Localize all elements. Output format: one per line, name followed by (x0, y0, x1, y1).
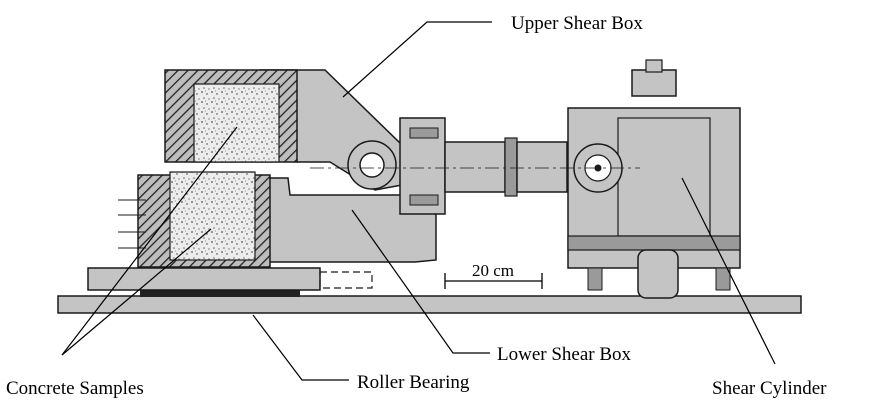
roller-bearing (140, 289, 300, 297)
scale-bar-label: 20 cm (472, 261, 514, 280)
label-concrete-samples: Concrete Samples (6, 378, 144, 399)
concrete-sample-lower (169, 171, 256, 261)
leader-lines (61, 21, 776, 381)
label-shear-cylinder: Shear Cylinder (712, 378, 827, 399)
label-lower-shear-box: Lower Shear Box (497, 344, 632, 365)
shear-cylinder (567, 59, 741, 299)
push-rod-assembly (399, 117, 568, 215)
scale-bar (444, 273, 543, 289)
base-plate (57, 295, 802, 314)
label-upper-shear-box: Upper Shear Box (511, 13, 643, 34)
guide-rods (118, 199, 146, 249)
lower-platform (87, 267, 373, 291)
concrete-sample-upper (193, 83, 280, 163)
label-roller-bearing: Roller Bearing (357, 372, 470, 393)
